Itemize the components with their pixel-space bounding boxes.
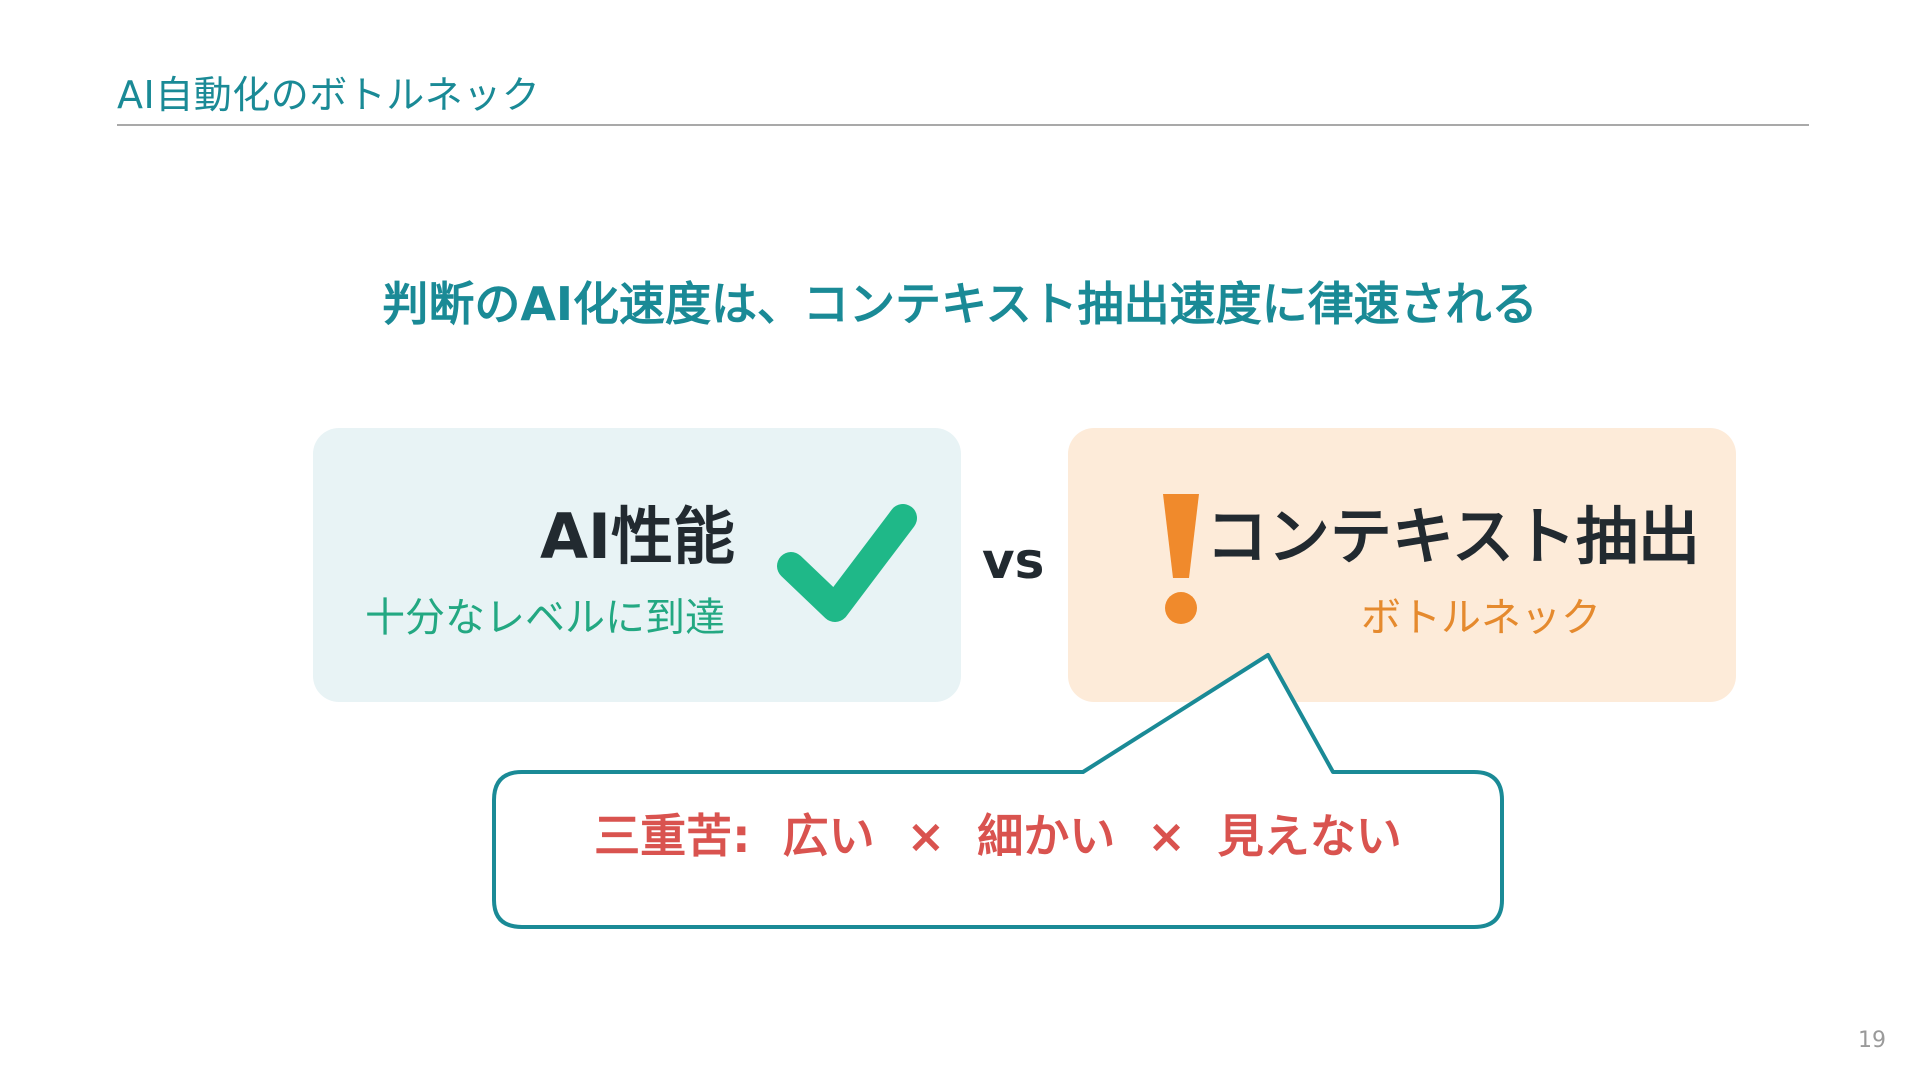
ai-performance-title: AI性能 xyxy=(539,500,735,573)
check-icon xyxy=(777,504,917,622)
context-extraction-subtitle: ボトルネック xyxy=(1361,595,1601,641)
callout-text: 三重苦: 広い × 細かい × 見えない xyxy=(594,809,1402,863)
slide-title: AI自動化のボトルネック xyxy=(117,73,541,117)
context-extraction-card: コンテキスト抽出 ボトルネック xyxy=(1068,428,1736,702)
headline: 判断のAI化速度は、コンテキスト抽出速度に律速される xyxy=(382,277,1538,331)
page-number: 19 xyxy=(1858,1028,1886,1053)
exclamation-icon xyxy=(1163,494,1199,624)
vs-label: vs xyxy=(982,532,1045,590)
title-divider xyxy=(117,124,1809,126)
ai-performance-subtitle: 十分なレベルに到達 xyxy=(365,595,725,641)
ai-performance-card: AI性能 十分なレベルに到達 xyxy=(313,428,961,702)
context-extraction-title: コンテキスト抽出 xyxy=(1205,500,1700,573)
